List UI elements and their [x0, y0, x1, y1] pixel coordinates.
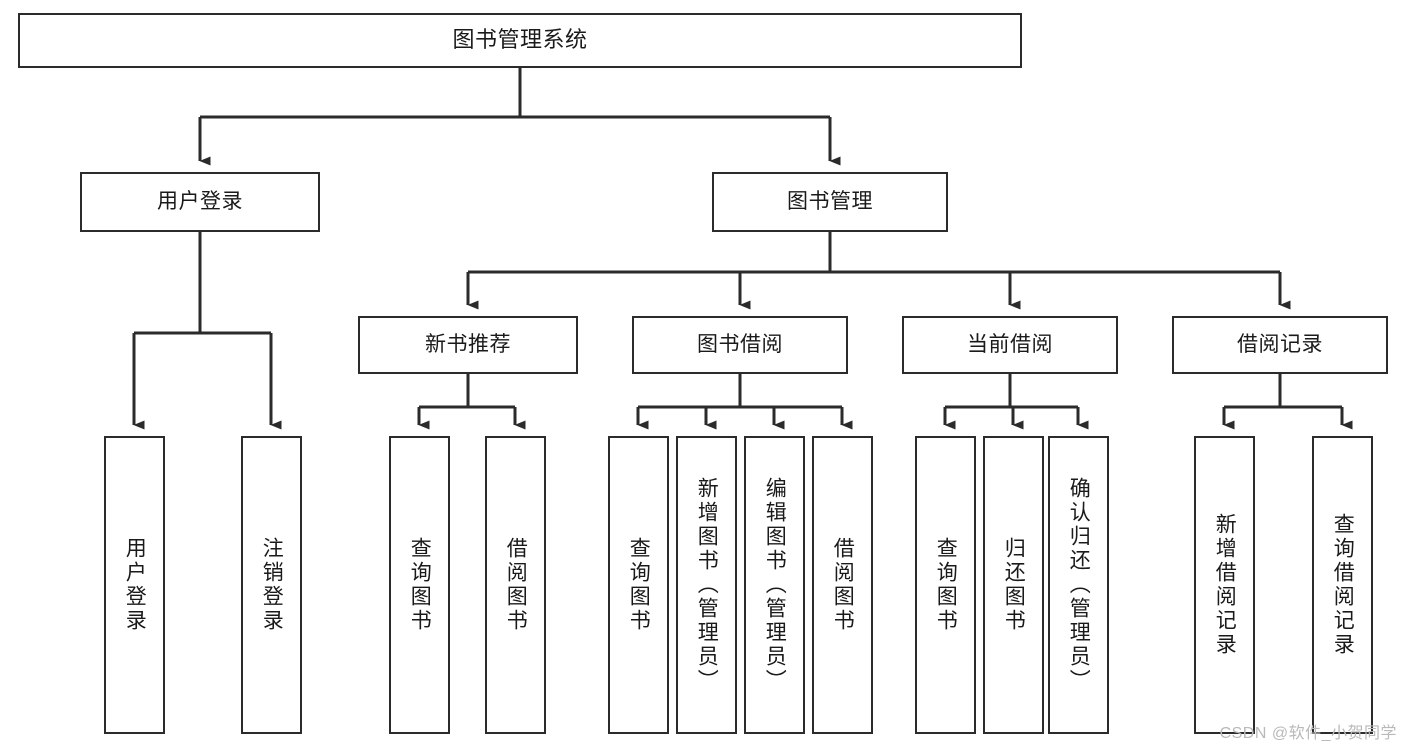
connector-lines	[132, 68, 1353, 430]
node-leaf-borrow-book-2-label: 借阅图书	[831, 537, 855, 633]
node-leaf-query-book-1[interactable]: 查询图书	[389, 436, 450, 734]
node-leaf-query-book-3-label: 查询图书	[934, 537, 958, 633]
node-leaf-return-book-label: 归还图书	[1002, 537, 1026, 633]
node-user-login-label: 用户登录	[157, 190, 243, 214]
node-current-borrow-label: 当前借阅	[967, 333, 1053, 357]
node-current-borrow[interactable]: 当前借阅	[902, 316, 1118, 374]
node-leaf-add-book-label: 新增图书（管理员）	[695, 477, 719, 693]
node-leaf-confirm-return[interactable]: 确认归还（管理员）	[1048, 436, 1109, 734]
node-leaf-query-book-1-label: 查询图书	[408, 537, 432, 633]
node-leaf-query-book-2[interactable]: 查询图书	[608, 436, 669, 734]
node-book-borrow[interactable]: 图书借阅	[632, 316, 848, 374]
node-new-book-rec-label: 新书推荐	[425, 333, 511, 357]
csdn-watermark: CSDN @软件_小贺同学	[1219, 725, 1397, 742]
node-book-manage[interactable]: 图书管理	[712, 172, 948, 232]
node-root-label: 图书管理系统	[452, 27, 588, 53]
node-leaf-borrow-book-1[interactable]: 借阅图书	[485, 436, 546, 734]
node-leaf-confirm-return-label: 确认归还（管理员）	[1067, 477, 1091, 693]
node-leaf-user-logout[interactable]: 注销登录	[241, 436, 302, 734]
node-book-borrow-label: 图书借阅	[697, 333, 783, 357]
node-new-book-rec[interactable]: 新书推荐	[358, 316, 578, 374]
node-user-login[interactable]: 用户登录	[80, 172, 320, 232]
node-leaf-user-logout-label: 注销登录	[260, 537, 284, 633]
node-leaf-user-login[interactable]: 用户登录	[104, 436, 165, 734]
node-leaf-query-book-3[interactable]: 查询图书	[915, 436, 976, 734]
node-book-manage-label: 图书管理	[787, 190, 873, 214]
node-leaf-query-record-label: 查询借阅记录	[1331, 513, 1355, 657]
node-leaf-add-book[interactable]: 新增图书（管理员）	[676, 436, 737, 734]
node-root[interactable]: 图书管理系统	[18, 13, 1022, 68]
node-borrow-record[interactable]: 借阅记录	[1172, 316, 1388, 374]
node-leaf-query-record[interactable]: 查询借阅记录	[1312, 436, 1373, 734]
node-leaf-borrow-book-2[interactable]: 借阅图书	[812, 436, 873, 734]
node-leaf-add-record-label: 新增借阅记录	[1213, 513, 1237, 657]
node-leaf-return-book[interactable]: 归还图书	[983, 436, 1044, 734]
node-leaf-edit-book[interactable]: 编辑图书（管理员）	[744, 436, 805, 734]
node-leaf-borrow-book-1-label: 借阅图书	[504, 537, 528, 633]
node-leaf-add-record[interactable]: 新增借阅记录	[1194, 436, 1255, 734]
node-leaf-user-login-label: 用户登录	[123, 537, 147, 633]
node-borrow-record-label: 借阅记录	[1237, 333, 1323, 357]
node-leaf-query-book-2-label: 查询图书	[627, 537, 651, 633]
node-leaf-edit-book-label: 编辑图书（管理员）	[763, 477, 787, 693]
